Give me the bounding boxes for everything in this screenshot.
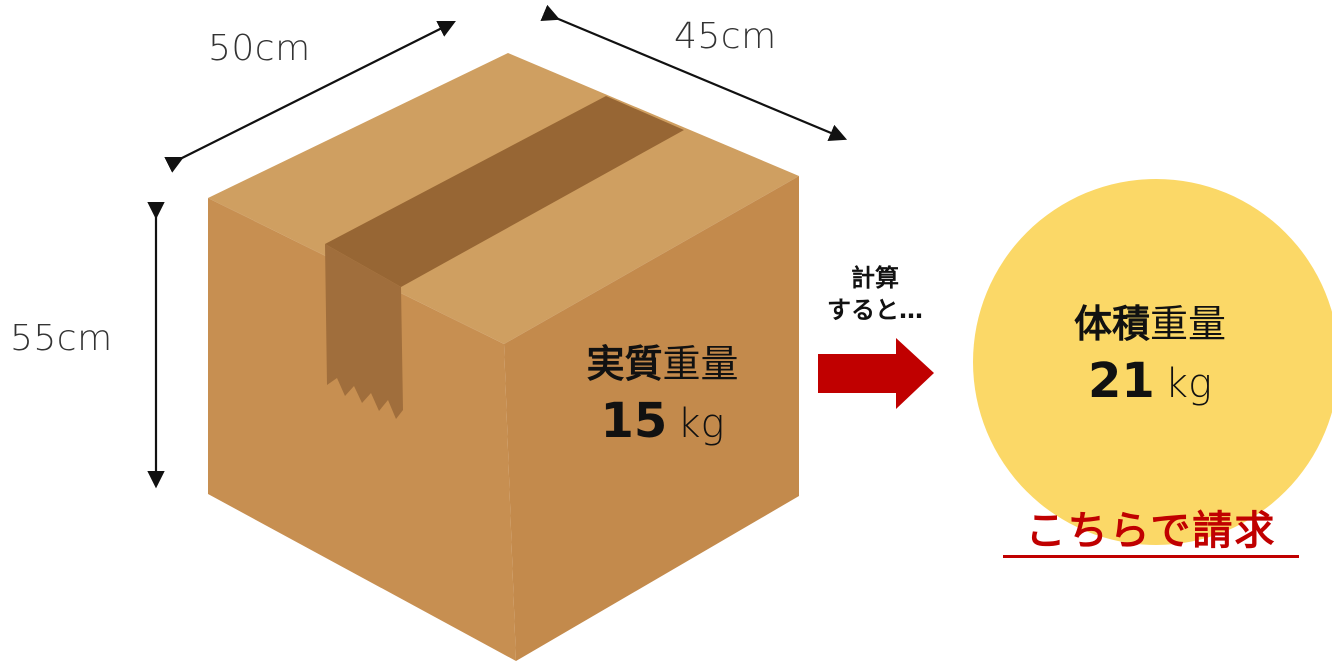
calculation-note: 計算 すると… bbox=[820, 262, 930, 326]
box-side-face bbox=[504, 176, 799, 661]
actual-weight-title: 実質重量 bbox=[555, 338, 770, 390]
actual-weight-value: 15 bbox=[600, 393, 668, 449]
volumetric-circle bbox=[973, 179, 1332, 545]
width-label: 50cm bbox=[208, 28, 311, 69]
box-front-face bbox=[208, 198, 516, 661]
actual-weight-title-bold: 実質 bbox=[586, 342, 663, 386]
actual-weight-unit: kg bbox=[677, 401, 725, 447]
result-arrow bbox=[818, 338, 934, 409]
calculation-note-line1: 計算 bbox=[851, 264, 899, 292]
depth-label: 45cm bbox=[674, 16, 777, 57]
width-dimension-arrow bbox=[164, 21, 456, 173]
cardboard-box bbox=[208, 53, 799, 661]
billing-underline bbox=[1003, 555, 1299, 558]
box-tape-front bbox=[325, 244, 403, 419]
volumetric-weight-title-bold: 体積 bbox=[1073, 302, 1150, 346]
height-label: 55cm bbox=[10, 318, 113, 359]
volumetric-weight-title-light: 重量 bbox=[1150, 302, 1227, 346]
volumetric-weight-unit: kg bbox=[1164, 361, 1212, 407]
box-tape-top bbox=[325, 96, 684, 287]
depth-dimension-arrow bbox=[540, 4, 848, 142]
billing-note: こちらで請求 bbox=[1025, 508, 1277, 554]
volumetric-weight-value: 21 bbox=[1088, 353, 1155, 409]
volumetric-weight-title: 体積重量 bbox=[1030, 298, 1270, 350]
actual-weight-title-light: 重量 bbox=[662, 342, 739, 386]
calculation-note-line2: すると… bbox=[827, 296, 923, 324]
